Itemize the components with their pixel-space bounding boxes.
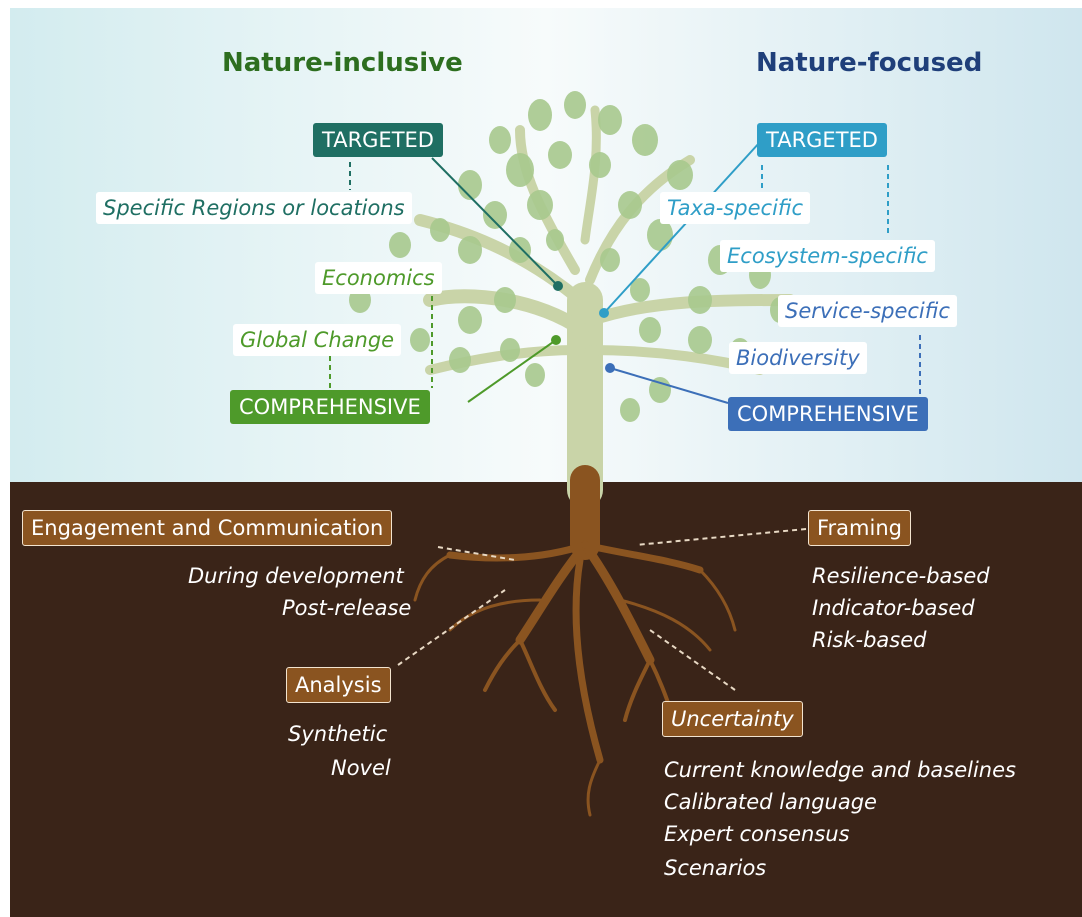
engagement-item: During development [188, 564, 404, 588]
analysis-root-box: Analysis [286, 667, 391, 703]
inclusive-targeted-box: TARGETED [313, 123, 443, 157]
inclusive-targeted-item: Specific Regions or locations [96, 192, 412, 224]
analysis-item: Novel [331, 756, 391, 780]
inclusive-comprehensive-item: Global Change [233, 324, 402, 356]
focused-targeted-box: TARGETED [757, 123, 887, 157]
focused-targeted-item: Ecosystem-specific [720, 240, 935, 272]
uncertainty-item: Current knowledge and baselines [664, 758, 1016, 782]
focused-targeted-item: Taxa-specific [660, 192, 811, 224]
nature-inclusive-title: Nature-inclusive [222, 48, 463, 78]
tree-roots [413, 465, 737, 817]
uncertainty-root-box: Uncertainty [662, 701, 803, 737]
uncertainty-item: Scenarios [664, 856, 767, 880]
inclusive-comprehensive-item: Economics [315, 262, 442, 294]
inclusive-comprehensive-box: COMPREHENSIVE [230, 390, 430, 424]
nature-focused-title: Nature-focused [756, 48, 983, 78]
uncertainty-item: Calibrated language [664, 790, 877, 814]
focused-comprehensive-item: Service-specific [778, 295, 957, 327]
uncertainty-item: Expert consensus [664, 822, 850, 846]
engagement-root-box: Engagement and Communication [22, 510, 393, 546]
framing-item: Resilience-based [812, 564, 990, 588]
focused-comprehensive-box: COMPREHENSIVE [728, 397, 928, 431]
dashed-guides [329, 162, 921, 691]
focused-comprehensive-item: Biodiversity [729, 342, 867, 374]
analysis-item: Synthetic [288, 722, 388, 746]
framing-item: Indicator-based [812, 596, 975, 620]
connector-lines [431, 141, 761, 404]
framing-root-box: Framing [808, 510, 911, 546]
framing-item: Risk-based [812, 628, 927, 652]
engagement-item: Post-release [282, 596, 412, 620]
